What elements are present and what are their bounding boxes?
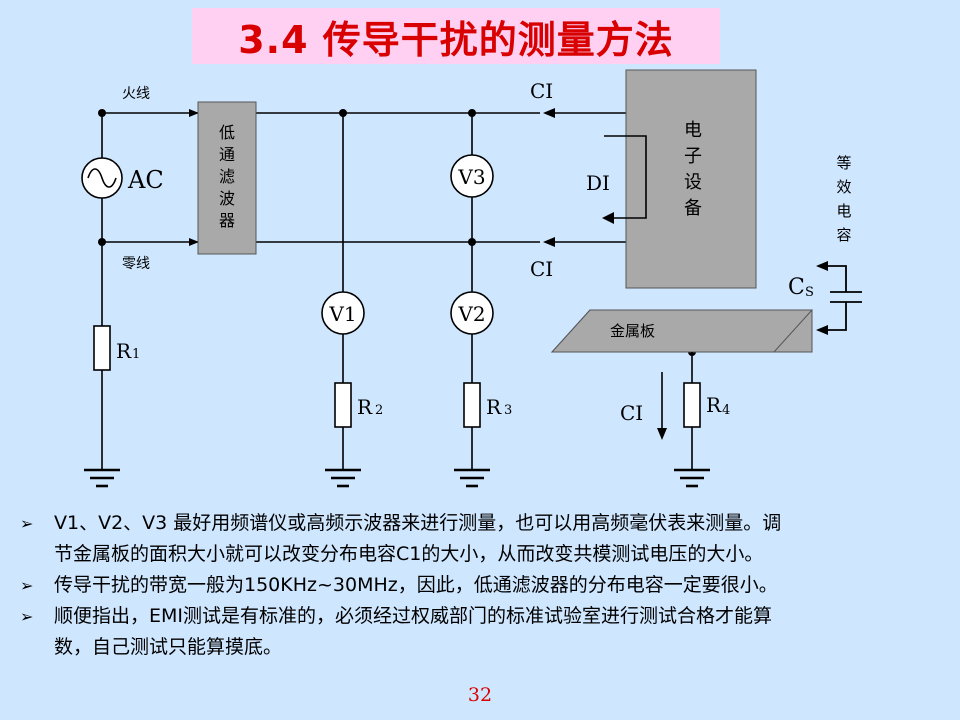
filter-char-1: 低	[219, 123, 235, 142]
equiv-cap-char-3: 电	[836, 202, 851, 220]
r3-label: R	[486, 395, 502, 419]
v2-meter	[450, 291, 494, 335]
resistor-icon	[334, 382, 352, 428]
bullet-line: 传导干扰的带宽一般为150KHz~30MHz，因此，低通滤波器的分布电容一定要很…	[54, 574, 778, 596]
ci-top-label: CI	[530, 79, 553, 103]
resistor-icon	[463, 382, 481, 428]
ci-bottom-label: CI	[530, 257, 553, 281]
ac-source	[81, 157, 123, 199]
resistor-icon	[93, 325, 111, 371]
bullet-line: 数，自己测试只能算摸底。	[54, 636, 283, 658]
v3-label: V3	[457, 165, 485, 189]
device-char-2: 子	[684, 146, 702, 167]
r2-subscript: 2	[375, 403, 383, 418]
bullet-item: ➢ 顺便指出，EMI测试是有标准的，必须经过权威部门的标准试验室进行测试合格才能…	[18, 601, 948, 663]
arrow-bullet-icon: ➢	[20, 607, 34, 626]
bullet-line: V1、V2、V3 最好用频谱仪或高频示波器来进行测量，也可以用高频毫伏表来测量。…	[54, 512, 782, 534]
live-wire-label: 火线	[122, 86, 150, 102]
di-label: DI	[586, 171, 610, 195]
neutral-wire	[101, 198, 626, 246]
bullet-list: ➢ V1、V2、V3 最好用频谱仪或高频示波器来进行测量，也可以用高频毫伏表来测…	[18, 508, 948, 663]
r1-subscript: 1	[132, 347, 140, 362]
v1-label: V1	[328, 302, 356, 326]
cs-label: C	[788, 275, 805, 300]
circuit-diagram: AC 火线 零线 低 通 滤 波 器 电 子 设 备 DI CI CI	[81, 69, 862, 488]
filter-char-2: 通	[219, 145, 235, 164]
arrow-bullet-icon: ➢	[20, 514, 34, 533]
live-wire	[101, 109, 626, 158]
slide-title: 3.4 传导干扰的测量方法	[238, 17, 674, 62]
ci-bottom-arrow	[543, 237, 555, 247]
device-char-4: 备	[684, 198, 702, 219]
metal-plate	[550, 309, 814, 353]
device-char-1: 电	[684, 120, 702, 141]
bullet-item: ➢ V1、V2、V3 最好用频谱仪或高频示波器来进行测量，也可以用高频毫伏表来测…	[18, 508, 948, 570]
filter-char-3: 滤	[219, 167, 235, 186]
cs-bottom-arrow	[816, 325, 828, 335]
ac-label: AC	[127, 166, 164, 194]
page-number: 32	[467, 684, 493, 706]
filter-char-5: 器	[219, 211, 235, 230]
capacitor-icon	[818, 265, 862, 331]
bullet-line: 节金属板的面积大小就可以改变分布电容C1的大小，从而改变共模测试电压的大小。	[54, 543, 764, 565]
equiv-cap-char-2: 效	[836, 178, 851, 196]
neutral-wire-label: 零线	[122, 256, 150, 272]
metal-plate-label: 金属板	[610, 322, 655, 340]
title-banner: 3.4 传导干扰的测量方法	[192, 8, 720, 64]
cs-top-arrow	[816, 261, 828, 271]
r2-label: R	[357, 395, 373, 419]
bullet-line: 顺便指出，EMI测试是有标准的，必须经过权威部门的标准试验室进行测试合格才能算	[54, 605, 773, 627]
ground-icon	[454, 468, 490, 488]
sine-wave-icon	[87, 168, 117, 188]
ground-icon	[674, 468, 710, 488]
equiv-cap-char-1: 等	[836, 154, 851, 172]
cs-subscript: S	[805, 285, 814, 300]
ground-icon	[84, 468, 120, 488]
r4-label: R	[706, 393, 722, 417]
v3-meter	[450, 154, 494, 198]
low-pass-filter: 低 通 滤 波 器	[197, 101, 257, 255]
r3-subscript: 3	[504, 403, 512, 418]
filter-char-4: 波	[219, 189, 235, 208]
di-loop-arrow	[602, 135, 647, 224]
v1-meter	[321, 291, 365, 335]
arrow-bullet-icon: ➢	[20, 576, 34, 595]
electronic-device: 电 子 设 备	[625, 69, 757, 289]
v2-label: V2	[457, 302, 485, 326]
ci-ground-label: CI	[620, 401, 643, 425]
ci-top-arrow	[543, 108, 555, 118]
r1-label: R	[116, 339, 132, 363]
r4-subscript: 4	[722, 403, 730, 418]
equiv-cap-char-4: 容	[836, 226, 851, 244]
ci-ground-arrow	[657, 372, 667, 440]
device-char-3: 设	[684, 172, 702, 193]
bullet-item: ➢ 传导干扰的带宽一般为150KHz~30MHz，因此，低通滤波器的分布电容一定…	[18, 570, 948, 601]
ground-icon	[325, 468, 361, 488]
resistor-icon	[683, 382, 701, 428]
